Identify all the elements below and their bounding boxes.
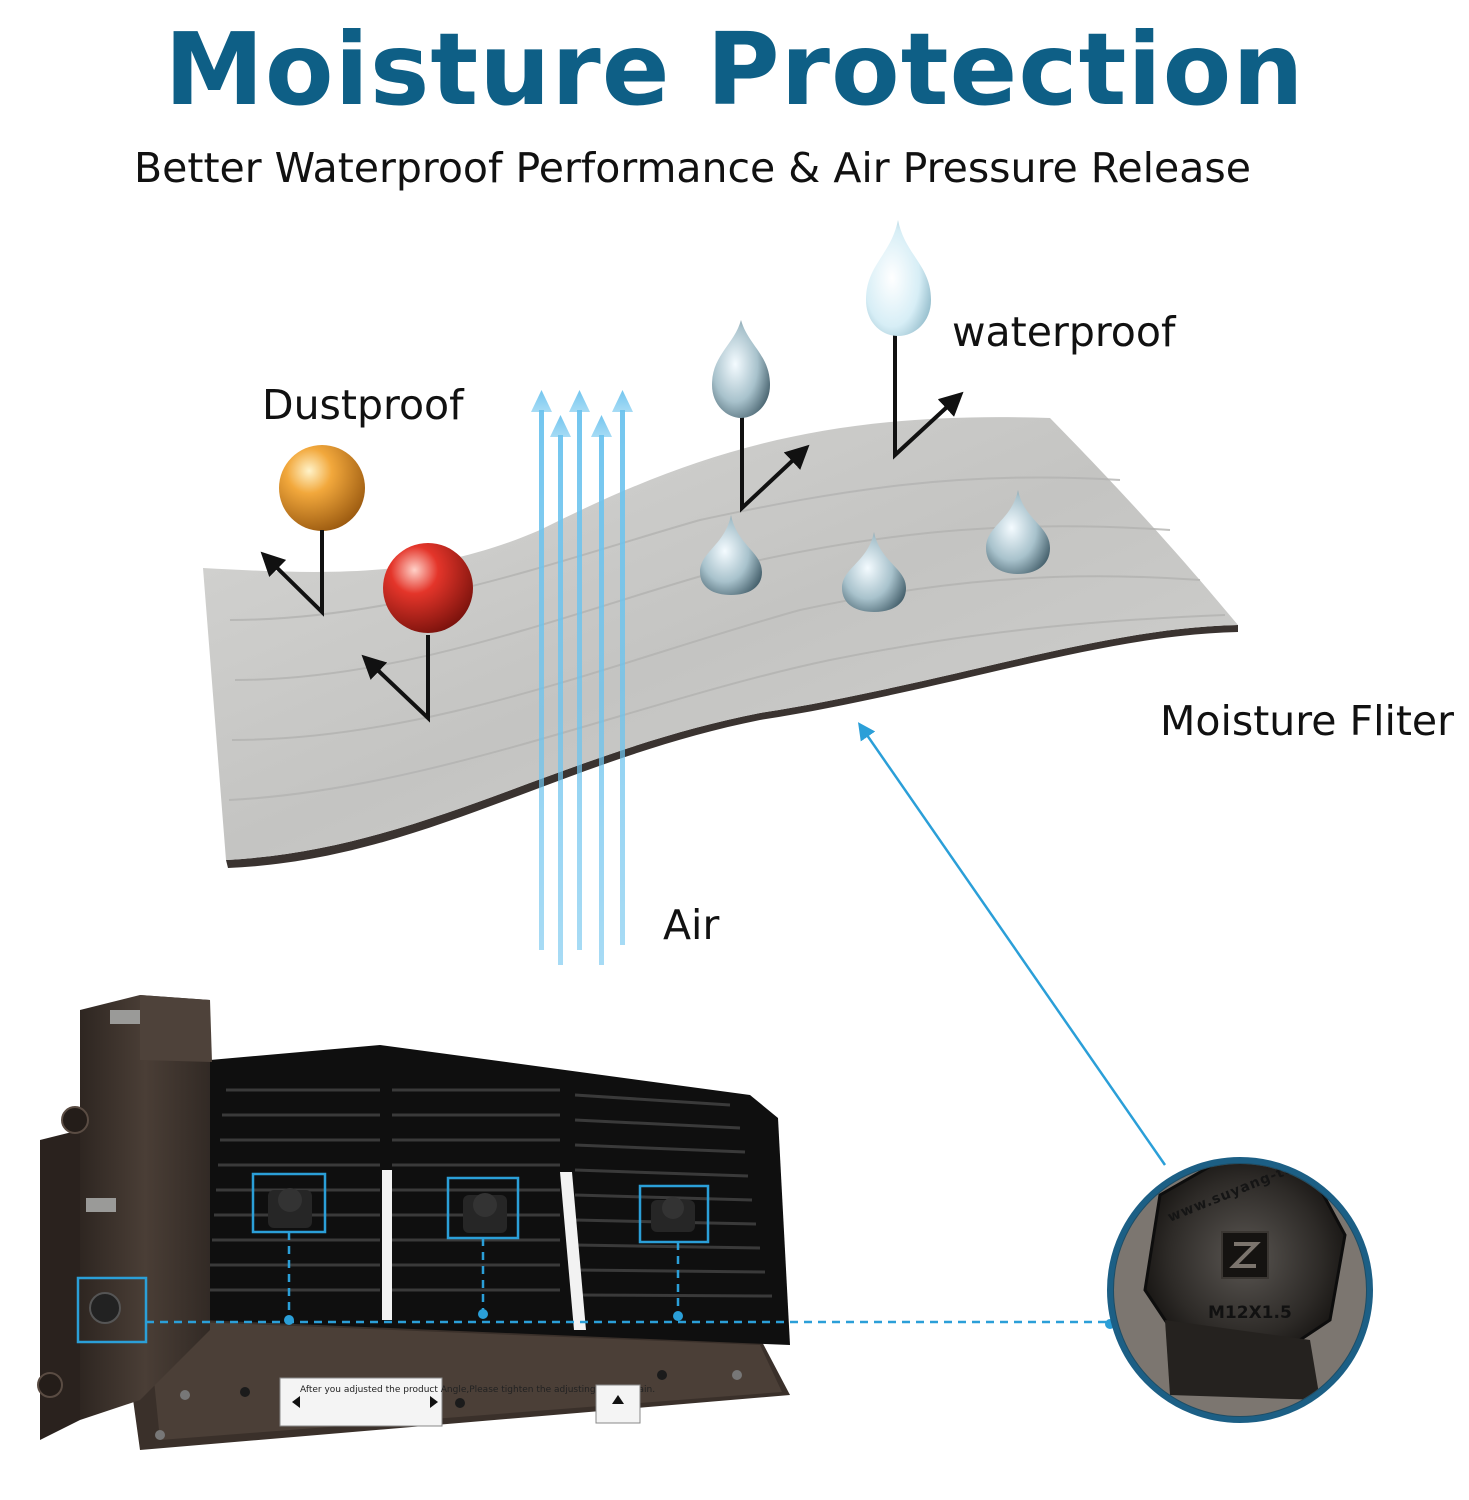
air-arrow-2 (550, 415, 571, 965)
falling-drop-1 (712, 320, 770, 418)
page-subtitle: Better Waterproof Performance & Air Pres… (134, 144, 1251, 192)
vent-highlight-3 (638, 1184, 710, 1244)
flood-light-fixture: After you adjusted the product Angle,Ple… (37, 995, 790, 1450)
air-arrow-1 (531, 390, 552, 950)
moisture-filter-label: Moisture Fliter (1160, 697, 1455, 745)
resting-drop-3 (986, 490, 1050, 574)
vent-highlights (76, 1172, 1110, 1344)
red-dust-particle (383, 543, 473, 633)
page-title: Moisture Protection (164, 11, 1305, 128)
air-arrow-3 (569, 390, 590, 950)
air-flow-arrows (531, 390, 633, 965)
callout-arrow-to-filter (858, 722, 1167, 1166)
dust-particles (279, 445, 473, 633)
air-arrow-5 (612, 390, 633, 945)
waterproof-label: waterproof (952, 308, 1176, 356)
cap-spec-text: M12X1.5 (1208, 1303, 1292, 1323)
air-label: Air (663, 901, 720, 949)
air-arrow-4 (591, 415, 612, 965)
vent-cap-closeup: www.suyang-tech.com M12X1.5 (1107, 1157, 1373, 1423)
resting-drop-1 (700, 515, 762, 595)
orange-dust-particle (279, 445, 365, 531)
vent-highlight-4 (76, 1276, 148, 1344)
resting-drop-2 (842, 532, 906, 612)
falling-drop-2 (866, 220, 931, 336)
bounce-arrows (260, 330, 964, 723)
adjust-instruction-text: After you adjusted the product Angle,Ple… (300, 1385, 655, 1395)
water-droplets (700, 220, 1050, 612)
dustproof-label: Dustproof (262, 381, 464, 429)
